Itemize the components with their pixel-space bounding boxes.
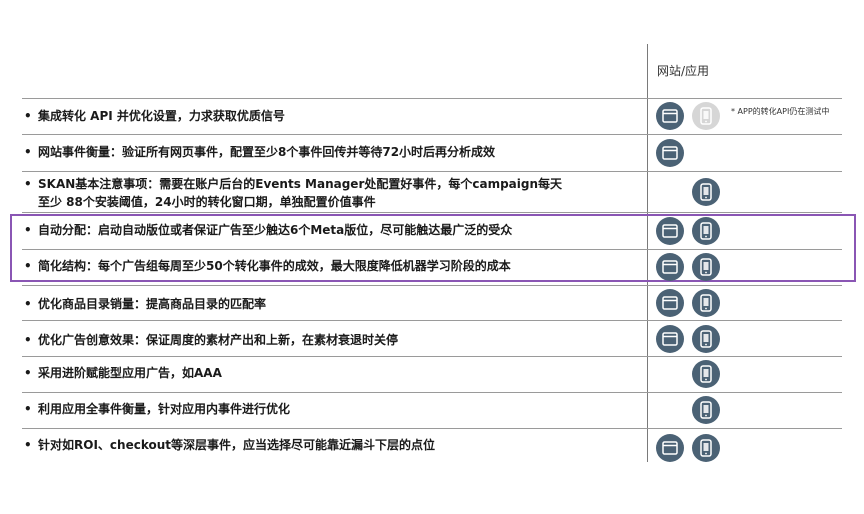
web-browser-icon	[656, 253, 684, 281]
column-header: 网站/应用	[657, 64, 710, 78]
row-separator	[22, 134, 842, 135]
mobile-app-icon	[692, 396, 720, 424]
bullet-icon: •	[24, 402, 32, 416]
bullet-icon: •	[24, 297, 32, 311]
list-item: • 利用应用全事件衡量，针对应用内事件进行优化	[24, 400, 644, 418]
list-item: • 采用进阶赋能型应用广告，如AAA	[24, 364, 644, 382]
row-separator	[22, 320, 842, 321]
row-separator	[22, 356, 842, 357]
mobile-app-icon	[692, 360, 720, 388]
mobile-app-icon	[692, 289, 720, 317]
list-item-text: 采用进阶赋能型应用广告，如AAA	[38, 366, 222, 380]
bullet-icon: •	[24, 438, 32, 452]
list-item: • 优化商品目录销量：提高商品目录的匹配率	[24, 295, 644, 313]
bullet-icon: •	[24, 366, 32, 380]
list-item-text: 利用应用全事件衡量，针对应用内事件进行优化	[38, 402, 291, 416]
list-item: • 简化结构：每个广告组每周至少50个转化事件的成效，最大限度降低机器学习阶段的…	[24, 257, 644, 275]
bullet-icon: •	[24, 145, 32, 159]
web-browser-icon	[656, 325, 684, 353]
mobile-app-icon	[692, 253, 720, 281]
row-separator	[22, 98, 842, 99]
platform-icons	[656, 178, 720, 206]
list-item: • SKAN基本注意事项：需要在账户后台的Events Manager处配置好事…	[24, 175, 644, 211]
list-item-text: 集成转化 API 并优化设置，力求获取优质信号	[38, 109, 285, 123]
list-item-text: 优化广告创意效果：保证周度的素材产出和上新，在素材衰退时关停	[38, 333, 399, 347]
mobile-app-icon	[692, 325, 720, 353]
web-browser-icon	[656, 289, 684, 317]
list-item: • 自动分配：启动自动版位或者保证广告至少触达6个Meta版位，尽可能触达最广泛…	[24, 221, 644, 239]
row-separator	[22, 171, 842, 172]
list-item: • 集成转化 API 并优化设置，力求获取优质信号	[24, 107, 644, 125]
platform-icons	[656, 325, 720, 353]
list-item-text: 网站事件衡量：验证所有网页事件，配置至少8个事件回传并等待72小时后再分析成效	[38, 145, 496, 159]
bullet-icon: •	[24, 333, 32, 347]
mobile-app-icon	[692, 178, 720, 206]
platform-icons	[656, 102, 720, 130]
web-browser-icon	[656, 139, 684, 167]
platform-icons	[656, 139, 684, 167]
column-divider	[647, 44, 648, 462]
bullet-icon: •	[24, 177, 32, 191]
mobile-app-icon	[692, 217, 720, 245]
row-separator	[22, 212, 842, 213]
web-browser-icon	[656, 434, 684, 462]
list-item-text: 优化商品目录销量：提高商品目录的匹配率	[38, 297, 267, 311]
platform-icons	[656, 289, 720, 317]
list-item: • 网站事件衡量：验证所有网页事件，配置至少8个事件回传并等待72小时后再分析成…	[24, 143, 644, 161]
bullet-icon: •	[24, 259, 32, 273]
app-api-note: * APP的转化API仍在测试中	[731, 107, 830, 116]
platform-icons	[656, 360, 720, 388]
list-item-text: SKAN基本注意事项：需要在账户后台的Events Manager处配置好事件，…	[38, 177, 563, 209]
row-separator	[22, 428, 842, 429]
mobile-app-icon-disabled	[692, 102, 720, 130]
bullet-icon: •	[24, 109, 32, 123]
row-separator	[22, 249, 842, 250]
platform-icons	[656, 434, 720, 462]
highlight-box	[10, 214, 856, 282]
list-item: • 优化广告创意效果：保证周度的素材产出和上新，在素材衰退时关停	[24, 331, 644, 349]
web-browser-icon	[656, 217, 684, 245]
list-item-text: 简化结构：每个广告组每周至少50个转化事件的成效，最大限度降低机器学习阶段的成本	[38, 259, 511, 273]
platform-icons	[656, 253, 720, 281]
list-item-text: 针对如ROI、checkout等深层事件，应当选择尽可能靠近漏斗下层的点位	[38, 438, 435, 452]
mobile-app-icon	[692, 434, 720, 462]
list-item: • 针对如ROI、checkout等深层事件，应当选择尽可能靠近漏斗下层的点位	[24, 436, 644, 454]
platform-icons	[656, 396, 720, 424]
row-separator	[22, 285, 842, 286]
row-separator	[22, 392, 842, 393]
web-browser-icon	[656, 102, 684, 130]
platform-icons	[656, 217, 720, 245]
list-item-text: 自动分配：启动自动版位或者保证广告至少触达6个Meta版位，尽可能触达最广泛的受…	[38, 223, 513, 237]
bullet-icon: •	[24, 223, 32, 237]
